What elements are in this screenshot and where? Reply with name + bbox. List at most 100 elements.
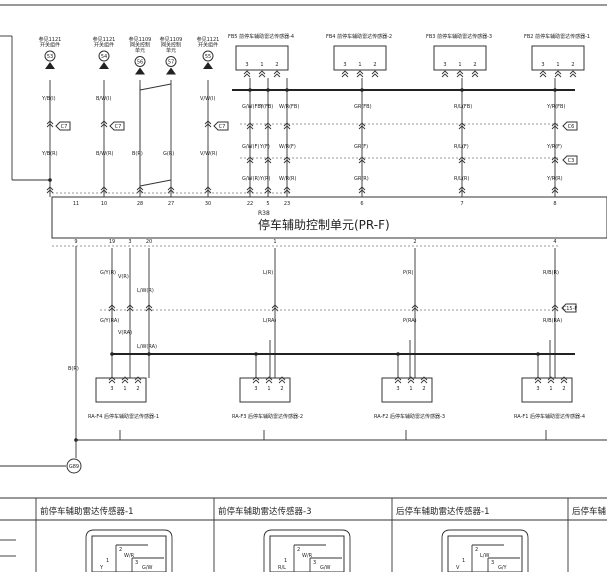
bottom-wire-code: R/B(R) [543, 270, 559, 276]
connector-symbol [136, 189, 144, 194]
ref-note: 参见1109 [160, 36, 183, 43]
connector-symbol [126, 304, 134, 309]
connector-symbol [456, 70, 464, 75]
junction-dot [396, 352, 400, 356]
wire-code-upper: V/W(I) [200, 96, 215, 102]
top-wire-code: Y/R(F) [546, 144, 562, 150]
pin-number: 1 [267, 386, 270, 392]
connector-symbol [283, 189, 291, 194]
rear-sensor-label: RA-F4 后停车辅助雷达传感器-1 [88, 413, 159, 420]
connector-symbol [108, 304, 116, 309]
connector-symbol [441, 70, 449, 75]
ecu-top-pin: 8 [553, 201, 556, 207]
connector-symbol [394, 379, 402, 384]
connector-symbol [108, 379, 116, 384]
ref-arrow-icon [203, 62, 213, 69]
connector-symbol [471, 73, 479, 78]
panel-pin: 1 [462, 558, 465, 564]
ecu-top-pin: 5 [266, 201, 269, 207]
connector-symbol [551, 122, 559, 127]
connector-symbol [356, 70, 364, 75]
ref-number: 56 [137, 60, 143, 66]
connector-symbol [264, 189, 272, 194]
junction-dot [147, 352, 151, 356]
panel-wire: G/Y [498, 565, 508, 571]
top-wire-code: GR(F) [354, 144, 368, 150]
junction-dot [285, 88, 289, 92]
ref-arrow-icon [135, 67, 145, 75]
rear-sensor-box [381, 377, 433, 403]
connector-symbol [569, 73, 577, 78]
connector-symbol [569, 70, 577, 75]
gateway-link [139, 179, 172, 187]
connector-symbol [278, 376, 286, 381]
pin-number: 3 [541, 62, 544, 68]
ref-arrow-icon [45, 62, 55, 69]
connector-symbol [458, 125, 466, 130]
connector-symbol [46, 120, 54, 125]
panel-title: 前停车辅助雷达传感器-3 [218, 506, 311, 517]
connector-symbol [273, 70, 281, 75]
ref-number-circle [98, 50, 110, 62]
connector-symbol [264, 156, 272, 161]
connector-panels: 前停车辅助雷达传感器-12W/R1Y3G/W前停车辅助雷达传感器-32W/R1R… [0, 498, 607, 572]
ref-number-circle [202, 50, 214, 62]
connector-symbol [371, 70, 379, 75]
ecu-top-pin: 22 [247, 201, 253, 207]
pin-number: 1 [358, 62, 361, 68]
connector-symbol [121, 379, 129, 384]
pin-number: 3 [396, 386, 399, 392]
bottom-wire-code-ra: L/W(RA) [137, 344, 157, 350]
connector-tag [213, 121, 229, 131]
reference-arrows: 参见1121开关组件53参见1121开关组件54参见1109网关控制单元56参见… [39, 36, 219, 75]
connector-symbol [246, 159, 254, 164]
junction-dot [248, 88, 252, 92]
rear-sensor-label: RA-F1 后停车辅助雷达传感器-4 [514, 413, 585, 420]
ecu-bottom-pin: 9 [74, 239, 77, 245]
connector-symbol [145, 304, 153, 309]
ref-note: 网关控制 [130, 42, 150, 49]
ecu-title: 停车辅助控制单元(PR-F) [258, 217, 390, 232]
pin-number: 1 [123, 386, 126, 392]
connector-symbol [246, 189, 254, 194]
ref-number-circle [134, 56, 146, 67]
rear-sensor-box [239, 377, 291, 403]
connector-symbol [134, 376, 142, 381]
connector-symbol [265, 379, 273, 384]
connector-symbol [551, 125, 559, 130]
connector-symbol [420, 376, 428, 381]
pin-number: 2 [422, 386, 425, 392]
ref-number: 55 [205, 54, 211, 60]
ecu-bottom-pin: 3 [128, 239, 131, 245]
pin-number: 2 [280, 386, 283, 392]
top-wire-code: W/R(R) [279, 176, 297, 182]
connector-symbol [46, 186, 54, 191]
connector-symbol [145, 307, 153, 312]
top-wire-code: G/W(R) [242, 176, 260, 182]
wire-code-lower: B(R) [132, 151, 143, 157]
panel-wire: G/W [320, 565, 331, 571]
connector-symbol [547, 379, 555, 384]
panel-pin: 1 [284, 558, 287, 564]
pin-number: 2 [275, 62, 278, 68]
panel-pin: 1 [106, 558, 109, 564]
bottom-wire-code-ra: P(RA) [403, 318, 417, 324]
junction-dot [536, 352, 540, 356]
top-sensor-box [531, 45, 585, 71]
left-wires: Y/B(I)C7Y/B(R)B/W(I)C7B/W(R)B(R)G(R)V/W(… [11, 36, 290, 197]
connector-symbol [243, 70, 251, 75]
connector-tag-text: C7 [115, 124, 122, 130]
connector-symbol [100, 189, 108, 194]
top-sensor-label: FB2 前停车辅助雷达传感器-1 [524, 33, 590, 40]
wire-code-lower: Y/B(R) [41, 151, 58, 157]
ground-symbol [66, 458, 82, 474]
connector-tag-c3 [562, 155, 578, 165]
connector-symbol [534, 379, 542, 384]
connector-symbol [283, 125, 291, 130]
connector-symbol [204, 189, 212, 194]
ref-number: 54 [101, 54, 107, 60]
panel-pin: 3 [491, 560, 494, 566]
junction-dot [266, 88, 270, 92]
connector-symbol [278, 379, 286, 384]
connector-symbol [121, 376, 129, 381]
